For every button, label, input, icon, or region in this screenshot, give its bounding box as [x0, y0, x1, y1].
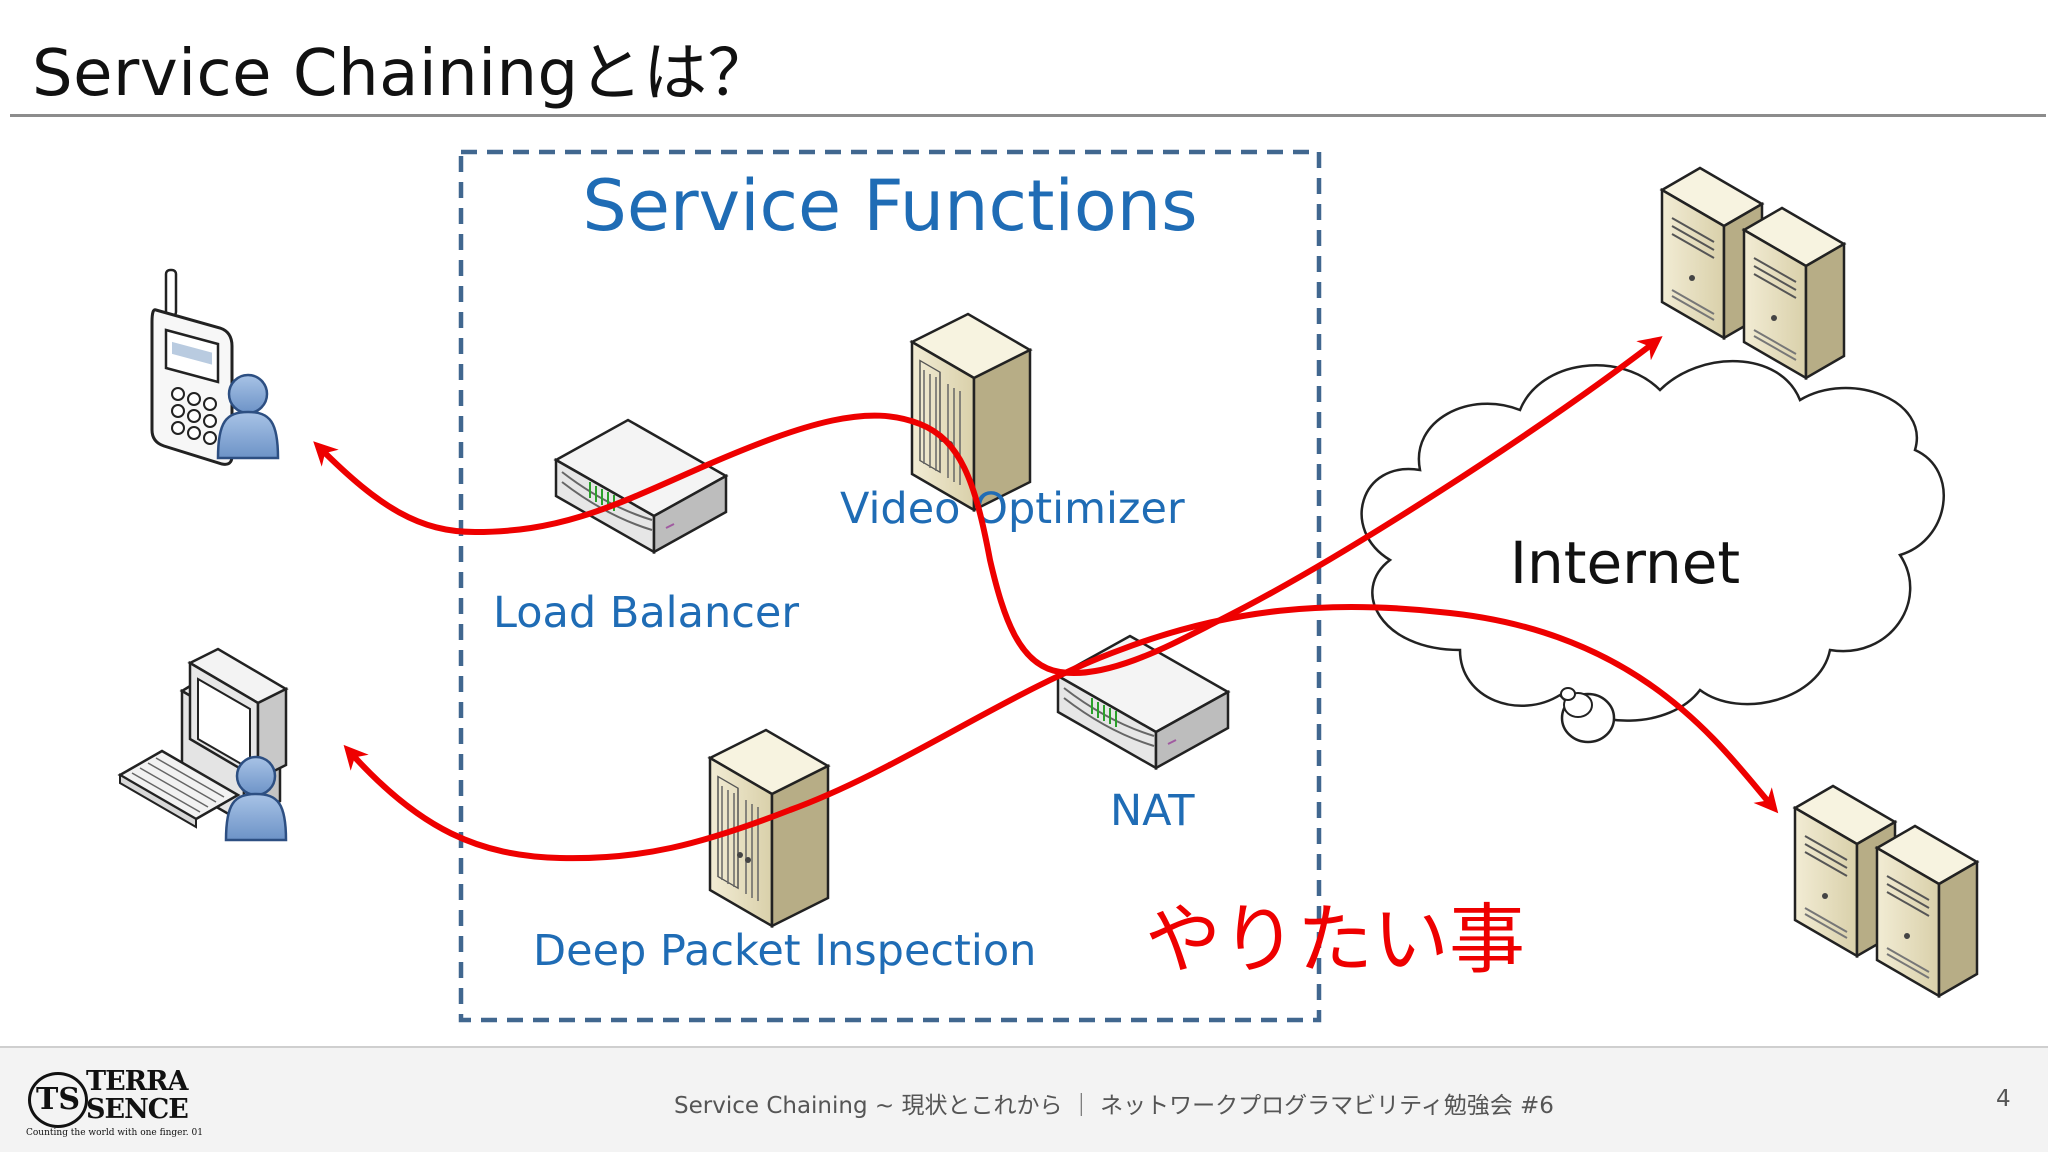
page-number: 4 [1996, 1086, 2011, 1112]
service-functions-label: Service Functions [582, 165, 1197, 247]
logo-line1: TERRA [86, 1066, 188, 1097]
slide-title: Service Chainingとは？ [32, 37, 773, 111]
terrasence-logo: TS TERRA SENCE Counting the world with o… [20, 1066, 203, 1142]
video-optimizer-label: Video Optimizer [840, 484, 1185, 534]
flow-mobile-to-server-arrow [313, 336, 1663, 677]
slide-footer: TS TERRA SENCE Counting the world with o… [0, 1046, 2048, 1152]
dpi-label: Deep Packet Inspection [533, 926, 1036, 976]
nat-label: NAT [1110, 786, 1195, 836]
service-chaining-diagram: Service Functions Internet [117, 149, 2048, 1023]
service-functions-group [458, 149, 1322, 1023]
logo-mark: TS [28, 1072, 88, 1128]
goal-callout: やりたい事 [1145, 895, 1525, 984]
load-balancer-icon [554, 418, 728, 554]
dpi-icon [708, 728, 830, 928]
title-divider [10, 114, 2046, 117]
server-pair-bottom-icon [1795, 786, 1977, 996]
server-pair-top-icon [1662, 168, 1844, 378]
internet-label: Internet [1510, 529, 1740, 597]
logo-line2: SENCE [86, 1094, 189, 1125]
flow-pc-to-server-arrow [343, 603, 1779, 862]
footer-caption: Service Chaining ~ 現状とこれから ｜ ネットワークプログラマ… [674, 1093, 1554, 1119]
logo-tagline: Counting the world with one finger. 01 [26, 1128, 203, 1138]
load-balancer-label: Load Balancer [493, 588, 799, 638]
mobile-phone-icon [150, 268, 234, 466]
